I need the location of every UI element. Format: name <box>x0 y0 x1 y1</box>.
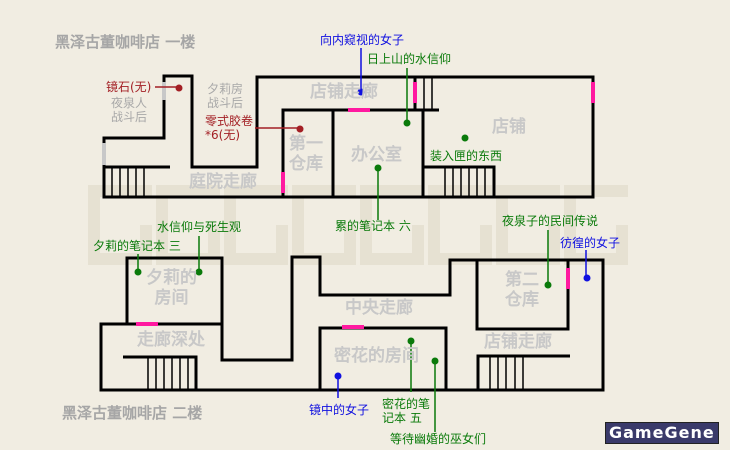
room-deep-corridor: 走廊深处 <box>137 330 205 350</box>
watermark-block <box>480 225 492 265</box>
marker-folk-tale <box>544 281 552 289</box>
room-courtyard-corridor: 庭院走廊 <box>189 172 257 192</box>
marker-mirror-stone <box>175 84 183 92</box>
item-film: 零式胶卷 *6(无) <box>205 114 254 142</box>
note-yasen-after: 夜泉人 战斗后 <box>111 96 148 124</box>
marker-mirror-woman <box>334 372 342 380</box>
watermark-block <box>140 225 152 265</box>
stairs-shop <box>444 167 486 197</box>
ghost-mirror-woman: 镜中的女子 <box>309 403 370 417</box>
room-office: 办公室 <box>351 145 402 165</box>
watermark-block <box>292 185 304 265</box>
room-shop: 店铺 <box>492 117 526 137</box>
room-central-corridor: 中央走廊 <box>345 298 413 318</box>
room-shop-corridor-2f: 店铺走廊 <box>484 332 552 352</box>
marker-wandering-woman <box>583 274 591 282</box>
wall-deep-stairs <box>123 355 198 390</box>
wall-mitsuka-room <box>318 326 448 390</box>
marker-box-things <box>461 134 469 142</box>
watermark-block <box>428 185 492 197</box>
watermark-block <box>428 185 440 265</box>
item-mirror-stone: 镜石(无) <box>106 80 152 94</box>
floor1-title: 黑泽古董咖啡店 一楼 <box>55 33 196 51</box>
watermark-block <box>156 185 220 197</box>
watermark-block <box>224 253 288 265</box>
item-shrine-maidens: 等待幽婚的巫女们 <box>390 432 487 446</box>
wall-warehouse2 <box>475 260 570 331</box>
marker-rui-notebook <box>374 164 382 172</box>
wall-shop-stairs <box>423 165 496 197</box>
watermark-block <box>224 185 236 265</box>
watermark-block <box>224 185 288 197</box>
wall-stairs2 <box>476 354 570 390</box>
room-shop-corridor-1f: 店铺走廊 <box>310 82 378 102</box>
room-warehouse1: 第一 仓库 <box>289 134 323 174</box>
room-warehouse2: 第二 仓库 <box>505 270 539 310</box>
wall-floor2-outer <box>99 255 605 392</box>
item-folk-tale: 夜泉子的民间传说 <box>502 214 599 228</box>
watermark-block <box>344 225 356 265</box>
ghost-peeking-woman: 向内窥视的女子 <box>320 33 405 47</box>
watermark-block <box>156 185 168 265</box>
stairs-floor1 <box>111 77 486 197</box>
watermark-block <box>564 185 628 197</box>
leader-lines <box>137 48 587 432</box>
marker-yuri-notebook <box>134 268 142 276</box>
watermark-block <box>360 185 372 265</box>
markers <box>134 84 591 380</box>
marker-mitsuka-notebook <box>407 337 415 345</box>
item-sun-mountain: 日上山的水信仰 <box>367 52 452 66</box>
locked-doors <box>102 82 166 165</box>
marker-film <box>296 125 304 133</box>
gamegene-logo: GameGene <box>605 422 719 444</box>
watermark-block <box>208 225 220 265</box>
watermark-block <box>564 185 576 265</box>
watermark-block <box>276 225 288 265</box>
marker-shrine-maidens <box>431 357 439 365</box>
room-mitsuka-room: 密花的房间 <box>334 346 419 366</box>
watermark-block <box>496 185 560 197</box>
watermark-block <box>88 253 152 265</box>
stairs-deep <box>147 357 189 390</box>
room-yuri-room: 夕莉的 房间 <box>146 268 197 308</box>
stairs-courtyard <box>111 167 145 197</box>
doors <box>136 82 595 329</box>
item-box-things: 装入匣的东西 <box>430 149 503 163</box>
marker-peeking-woman <box>357 88 365 96</box>
stairs-top <box>423 77 433 110</box>
watermark-block <box>360 253 424 265</box>
watermark-block <box>292 185 356 197</box>
watermark-block <box>412 225 424 265</box>
wall-corridor-divider <box>281 108 439 197</box>
note-yuri-room-after: 夕莉房 战斗后 <box>207 82 244 110</box>
marker-sun-mountain <box>403 119 411 127</box>
item-yuri-notebook: 夕莉的笔记本 三 <box>93 239 181 253</box>
watermark-block <box>88 185 100 265</box>
stairs-shop2 <box>489 356 524 390</box>
watermark-block <box>360 185 424 197</box>
watermark-block <box>496 185 508 265</box>
floor2-title: 黑泽古董咖啡店 二楼 <box>62 404 203 422</box>
item-rui-notebook: 累的笔记本 六 <box>335 219 411 233</box>
marker-water-faith <box>195 268 203 276</box>
watermark-block <box>616 225 628 265</box>
item-water-faith: 水信仰与死生观 <box>157 220 242 234</box>
stairs-floor2 <box>147 356 524 390</box>
item-mitsuka-notebook: 密花的笔 记本 五 <box>382 397 431 425</box>
watermark-block <box>548 225 560 265</box>
ghost-wandering-woman: 彷徨的女子 <box>560 236 621 250</box>
